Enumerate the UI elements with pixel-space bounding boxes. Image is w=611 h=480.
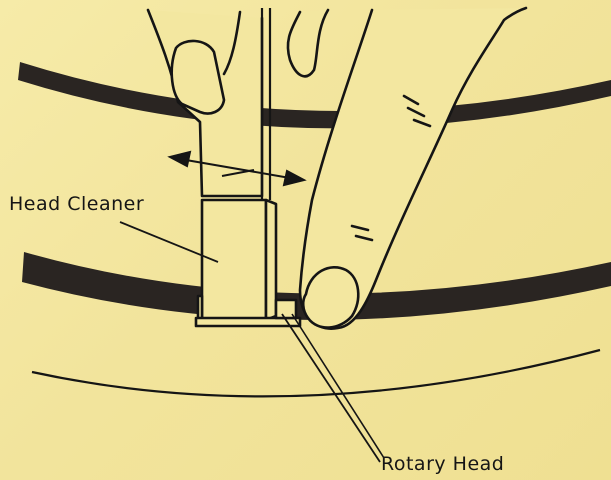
head-cleaner-block: [194, 198, 302, 328]
drum-edge-curve: [31, 348, 601, 398]
rotary-head-leader-2: [291, 313, 385, 459]
head-cleaner-leader: [119, 221, 219, 263]
left-right-arrow-icon: [167, 150, 307, 187]
lower-drum-band: [22, 252, 611, 321]
upper-drum-band: [18, 62, 611, 129]
right-finger: [298, 6, 528, 330]
rotary-head-leader-1: [281, 313, 381, 463]
left-hand: [146, 8, 330, 198]
head-cleaner-label: Head Cleaner: [9, 193, 145, 215]
rotary-head-label: Rotary Head: [381, 453, 505, 475]
cleaner-stick: [260, 8, 272, 200]
